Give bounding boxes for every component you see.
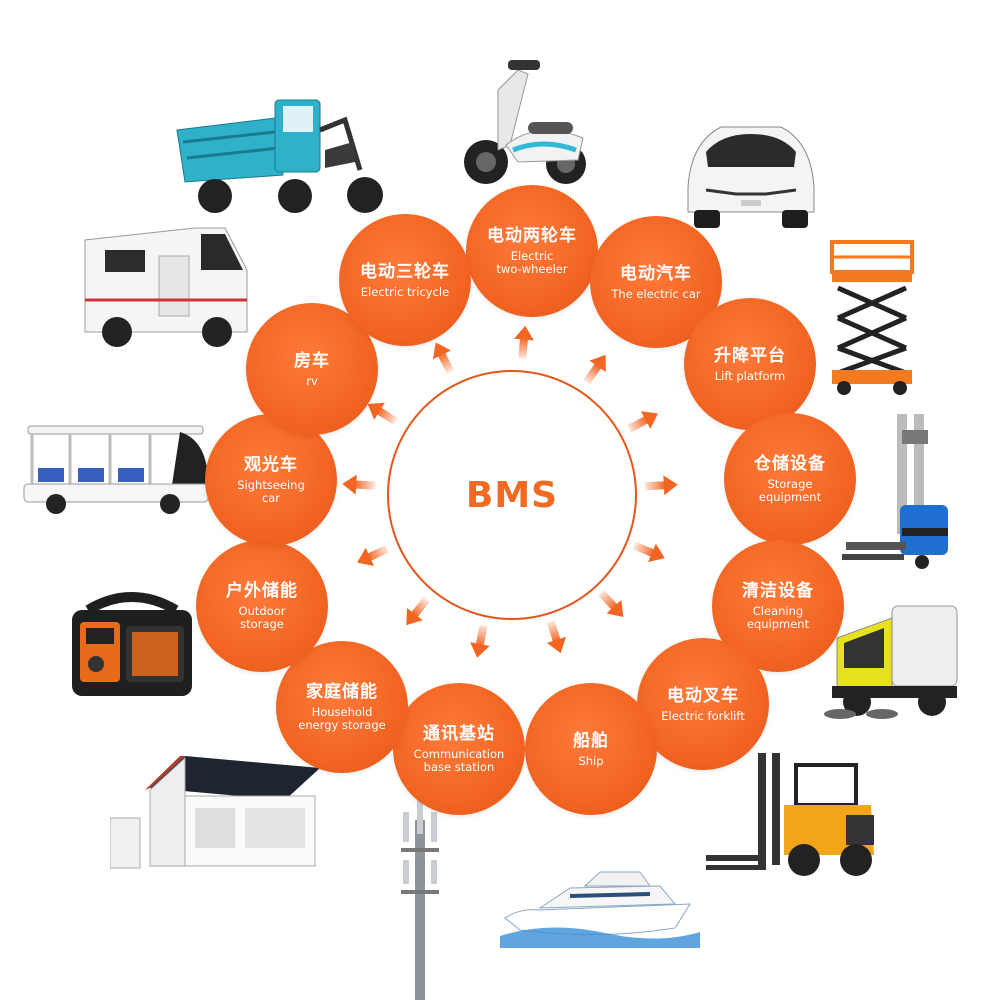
connector-arrow bbox=[513, 325, 534, 359]
street-sweeper-icon bbox=[824, 605, 958, 719]
bubble-title-zh: 升降平台 bbox=[714, 345, 786, 366]
bubble-title-zh: 通讯基站 bbox=[423, 724, 495, 744]
bubble-title-zh: 电动汽车 bbox=[620, 263, 692, 284]
bubble-title-en: Ship bbox=[578, 753, 604, 768]
connector-arrow bbox=[357, 545, 389, 566]
bubble-title-zh: 仓储设备 bbox=[754, 454, 826, 474]
bubble-title-zh: 电动叉车 bbox=[667, 685, 739, 706]
connector-arrow bbox=[583, 354, 606, 385]
bubble-title-en: rv bbox=[306, 373, 318, 388]
bubble-title-zh: 房车 bbox=[294, 350, 330, 371]
solar-house-icon bbox=[110, 756, 320, 869]
scooter-icon bbox=[464, 60, 586, 184]
bubble-title-zh: 户外储能 bbox=[226, 581, 298, 601]
connector-arrow bbox=[546, 620, 566, 654]
power-station-icon bbox=[72, 592, 192, 696]
hub-label: BMS bbox=[465, 474, 559, 516]
connector-arrow bbox=[632, 541, 665, 563]
connector-arrow bbox=[432, 342, 454, 374]
scissor-lift-icon bbox=[830, 240, 914, 395]
app-bubble-electric-forklift: 电动叉车 Electric forklift bbox=[637, 638, 769, 770]
bubble-title-zh: 观光车 bbox=[244, 455, 298, 475]
bubble-title-en: The electric car bbox=[611, 286, 701, 301]
bubble-title-zh: 电动三轮车 bbox=[360, 261, 450, 282]
app-bubble-electric-car: 电动汽车 The electric car bbox=[590, 216, 722, 348]
compact-car-icon bbox=[687, 126, 815, 228]
connector-arrow bbox=[406, 596, 430, 626]
motorhome-icon bbox=[84, 227, 248, 347]
app-bubble-lift-platform: 升降平台 Lift platform bbox=[684, 298, 816, 430]
app-bubble-electric-tricycle: 电动三轮车 Electric tricycle bbox=[339, 214, 471, 346]
connector-arrow bbox=[342, 474, 376, 495]
bubble-title-en: Electric forklift bbox=[661, 708, 745, 723]
pallet-stacker-icon bbox=[842, 414, 948, 569]
cell-tower-icon bbox=[401, 800, 439, 1000]
bubble-title-zh: 家庭储能 bbox=[306, 682, 378, 702]
bubble-title-zh: 船舶 bbox=[573, 730, 609, 751]
app-bubble-ship: 船舶 Ship bbox=[525, 683, 657, 815]
forklift-icon bbox=[706, 753, 874, 876]
connector-arrow bbox=[644, 475, 678, 496]
bubble-title-en: Lift platform bbox=[714, 368, 786, 383]
sightseeing-cart-icon bbox=[23, 425, 209, 514]
bubble-title-zh: 清洁设备 bbox=[742, 581, 814, 601]
connector-arrow bbox=[598, 589, 624, 617]
connector-arrow bbox=[367, 402, 398, 425]
bms-hub: BMS bbox=[387, 370, 637, 620]
bubble-title-en: Electric tricycle bbox=[360, 284, 450, 299]
yacht-icon bbox=[500, 871, 700, 948]
tricycle-icon bbox=[176, 99, 383, 213]
connector-arrow bbox=[470, 624, 490, 658]
connector-arrow bbox=[627, 411, 658, 433]
bubble-title-zh: 电动两轮车 bbox=[487, 226, 577, 246]
